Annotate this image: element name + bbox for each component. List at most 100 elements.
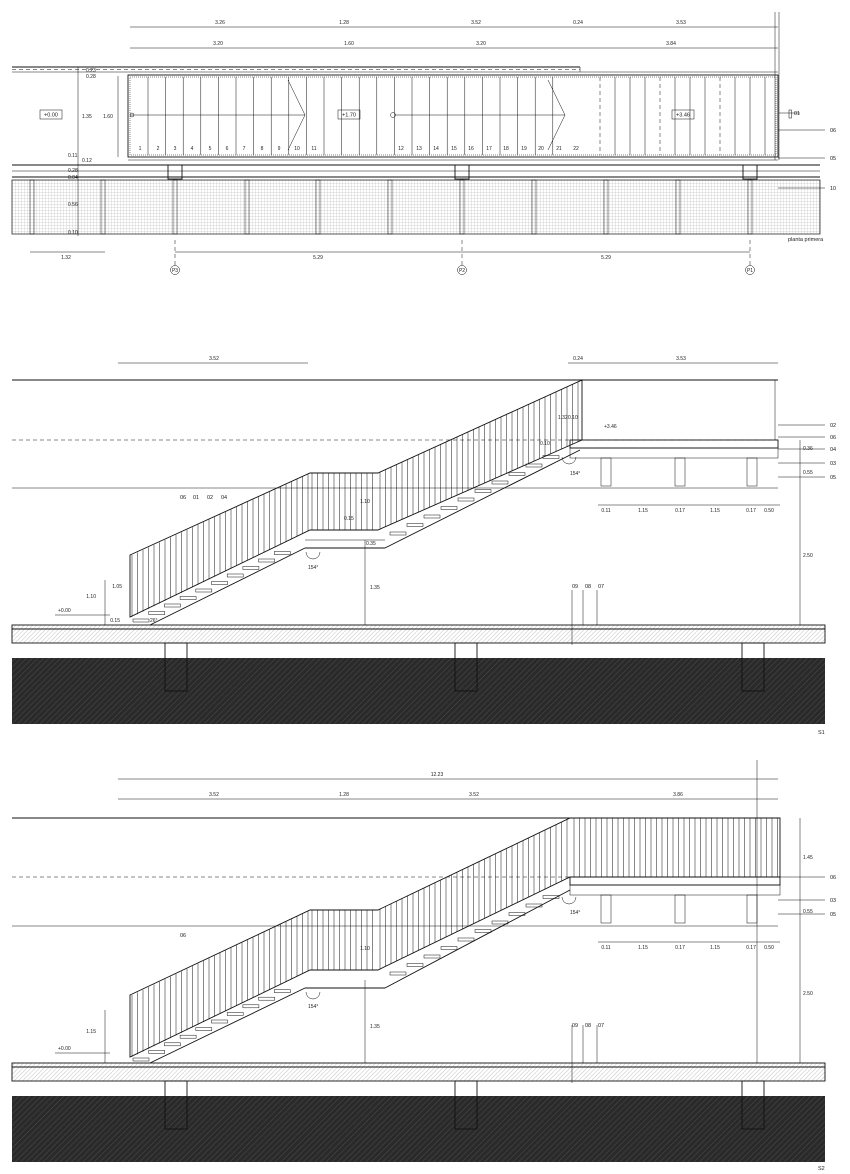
angle-label: 154° [570, 910, 580, 916]
dimension: 0.11 [601, 508, 611, 514]
ref-code: 01 [193, 495, 199, 501]
axis-label: P1 [747, 268, 753, 274]
dimension: 0.15 [110, 618, 120, 624]
stair-step [440, 946, 458, 950]
bottom-dimension: 5.29 [601, 255, 611, 261]
ref-code: 08 [585, 1023, 591, 1029]
stair-step [258, 558, 275, 563]
stair-step [274, 989, 291, 993]
stair-step [389, 971, 407, 976]
level-label: +0.00 [44, 113, 58, 119]
stair-step [179, 596, 197, 600]
foundation-hatch [12, 658, 825, 724]
stair-step [457, 937, 475, 942]
dimension: 0.55 [803, 909, 813, 915]
dimension: 1.15 [638, 508, 648, 514]
stair-step [423, 514, 441, 519]
level-label: +3.46 [604, 424, 617, 430]
step-number: 2 [157, 146, 160, 152]
railing-mesh-band [11, 179, 821, 235]
step-number: 5 [209, 146, 212, 152]
step-number: 22 [573, 146, 579, 152]
dimension: 1.10 [360, 499, 370, 505]
stair-outline [127, 74, 779, 158]
dimension: 1.28 [339, 792, 349, 798]
axis-label: P3 [172, 268, 178, 274]
dimension: 0.17 [746, 945, 756, 951]
ref-code: 02 [830, 423, 836, 429]
step-number: 19 [521, 146, 527, 152]
stair-step [148, 611, 165, 615]
dimension: 0.11 [601, 945, 611, 951]
landing-supports [600, 457, 758, 487]
ref-code: 05 [830, 912, 836, 918]
dimension: 0.17 [675, 508, 685, 514]
bottom-dimension: 5.29 [313, 255, 323, 261]
landing-supports [600, 894, 758, 924]
railing-posts [29, 179, 753, 235]
stair-step [508, 472, 526, 476]
landing-slab [569, 439, 779, 449]
bottom-dimension: 1.32 [61, 255, 71, 261]
ref-code: 06 [180, 495, 186, 501]
ref-code: 05 [830, 156, 836, 162]
stair-step [542, 895, 560, 899]
stair-step [211, 1019, 228, 1024]
railing-post [387, 179, 393, 235]
angle-label: 154° [308, 565, 318, 571]
stair-step [389, 531, 407, 536]
ref-code: 06 [180, 933, 186, 939]
ref-code: 03 [830, 461, 836, 467]
dimension: 1.45 [803, 855, 813, 861]
stair-step [474, 929, 492, 933]
step-number: 4 [191, 146, 194, 152]
railing-post [459, 179, 465, 235]
step-number: 16 [468, 146, 474, 152]
angle-label: 154° [570, 471, 580, 477]
ref-code: 09 [572, 584, 578, 590]
dimension: 3.26 [215, 20, 225, 26]
stair-step [195, 588, 213, 593]
sheet-code: S1 [818, 730, 825, 736]
dimension: 0.28 [86, 74, 96, 80]
stair-step [132, 618, 150, 623]
stair-step [226, 573, 244, 578]
dimension: 3.52 [469, 792, 479, 798]
stair-step [423, 954, 441, 959]
sheet-code: S2 [818, 1166, 825, 1172]
level-box-1 [337, 109, 361, 120]
dimension: 1.15 [710, 945, 720, 951]
ref-code: 05 [830, 475, 836, 481]
railing-post [29, 179, 35, 235]
step-number: 14 [433, 146, 439, 152]
dimension: 3.84 [666, 41, 676, 47]
dimension: 0.50 [764, 945, 774, 951]
dimension: 0.10 [540, 441, 550, 447]
railing-post [603, 179, 609, 235]
stair-step [406, 523, 424, 527]
stair-steps [132, 895, 560, 1062]
stair-step [457, 497, 475, 502]
stair-plan-view: +0.00 +1.70 +3.46 1.60 01 06 05 10 p [11, 12, 836, 275]
step-number: 15 [451, 146, 457, 152]
step-number: 21 [556, 146, 562, 152]
dimension: 0.36 [803, 446, 813, 452]
dimension: 0.17 [675, 945, 685, 951]
railing-post [675, 179, 681, 235]
stair-step [406, 963, 424, 967]
stair-step [242, 1004, 260, 1009]
railing-post [172, 179, 178, 235]
dimension: 3.53 [676, 20, 686, 26]
railing-bars [131, 818, 778, 1057]
dimension: 0.17 [746, 508, 756, 514]
stair-step [525, 463, 543, 468]
railing-post [747, 179, 753, 235]
level-label: +3.46 [676, 113, 690, 119]
dimension: 3.52 [471, 20, 481, 26]
railing-post [244, 179, 250, 235]
landing-slab [569, 876, 781, 886]
dimension: 1.15 [638, 945, 648, 951]
angle-label: 26° [150, 618, 158, 624]
stair-step [440, 506, 458, 510]
